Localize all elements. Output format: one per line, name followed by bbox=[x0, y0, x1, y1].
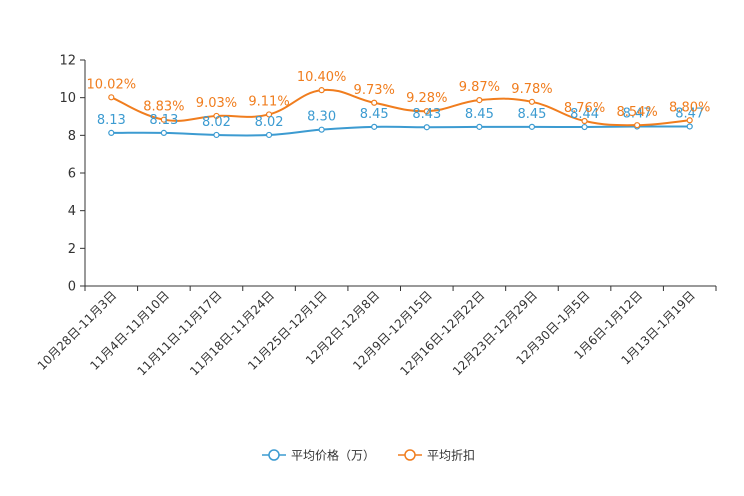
data-label: 8.45 bbox=[465, 107, 494, 122]
data-point bbox=[213, 112, 220, 120]
data-label: 8.30 bbox=[307, 110, 336, 125]
data-point bbox=[318, 87, 325, 94]
y-tick-label: 6 bbox=[68, 167, 76, 182]
data-point bbox=[528, 123, 536, 130]
data-label: 8.54% bbox=[616, 105, 657, 120]
data-point bbox=[581, 117, 588, 125]
data-point bbox=[265, 131, 273, 139]
data-label: 8.76% bbox=[564, 101, 605, 116]
data-label: 9.03% bbox=[196, 96, 237, 111]
data-point bbox=[634, 122, 641, 129]
data-label: 9.87% bbox=[459, 80, 500, 95]
data-point bbox=[686, 117, 693, 124]
data-label: 8.45 bbox=[360, 107, 389, 122]
data-labels: 8.13 8.13 8.02 8.02 8.30 8.45 8.43 8.45 8.45 8.44… bbox=[87, 70, 711, 130]
legend-item-avg-discount: 平均折扣 bbox=[398, 448, 475, 463]
data-point bbox=[265, 111, 273, 118]
data-label: 8.45 bbox=[517, 107, 546, 122]
data-point bbox=[108, 94, 115, 101]
data-label: 8.47 bbox=[675, 106, 704, 121]
data-point bbox=[160, 129, 167, 136]
data-label: 8.13 bbox=[97, 113, 126, 128]
y-tick-label: 8 bbox=[68, 129, 76, 144]
data-point bbox=[160, 116, 167, 123]
data-label: 9.11% bbox=[248, 94, 289, 109]
y-tick-label: 0 bbox=[68, 280, 76, 295]
data-label: 9.73% bbox=[354, 83, 395, 98]
legend-label: 平均折扣 bbox=[427, 448, 475, 463]
data-label: 8.02 bbox=[202, 115, 231, 130]
data-point bbox=[686, 123, 693, 130]
data-point bbox=[423, 108, 430, 115]
data-point bbox=[371, 123, 378, 130]
data-label: 8.43 bbox=[412, 107, 441, 122]
series-line-avg-discount bbox=[110, 88, 690, 127]
data-point bbox=[476, 97, 483, 104]
data-label: 10.40% bbox=[297, 70, 347, 85]
legend-swatch-marker bbox=[404, 449, 416, 461]
data-point bbox=[423, 124, 430, 131]
data-point bbox=[213, 131, 220, 139]
data-point bbox=[371, 99, 378, 106]
data-point bbox=[318, 126, 325, 133]
data-point bbox=[476, 123, 483, 130]
y-tick-label: 12 bbox=[59, 54, 76, 69]
data-label: 8.44 bbox=[570, 107, 599, 122]
legend-swatch-marker bbox=[268, 449, 280, 461]
data-label: 10.02% bbox=[87, 77, 137, 92]
data-point bbox=[528, 98, 536, 105]
series-line-avg-price bbox=[111, 125, 690, 137]
data-label: 8.83% bbox=[143, 100, 184, 115]
legend: 平均价格（万） 平均折扣 bbox=[262, 448, 475, 463]
legend-item-avg-price: 平均价格（万） bbox=[262, 448, 375, 463]
data-label: 8.13 bbox=[149, 113, 178, 128]
data-label: 8.47 bbox=[623, 106, 652, 121]
data-label: 9.78% bbox=[511, 82, 552, 97]
y-tick-label: 4 bbox=[68, 204, 76, 219]
y-axis: 0 2 4 6 8 10 12 bbox=[59, 54, 86, 295]
data-label: 8.02 bbox=[255, 115, 284, 130]
data-point bbox=[581, 123, 588, 131]
data-label: 9.28% bbox=[406, 91, 447, 106]
data-point bbox=[108, 129, 115, 136]
series-layer bbox=[108, 87, 693, 139]
x-axis: 10月28日-11月3日11月4日-11月10日11月11日-11月17日11月… bbox=[35, 285, 717, 378]
data-label: 8.80% bbox=[669, 100, 710, 115]
y-tick-label: 10 bbox=[59, 91, 76, 106]
legend-label: 平均价格（万） bbox=[291, 448, 375, 463]
y-tick-label: 2 bbox=[68, 242, 76, 257]
